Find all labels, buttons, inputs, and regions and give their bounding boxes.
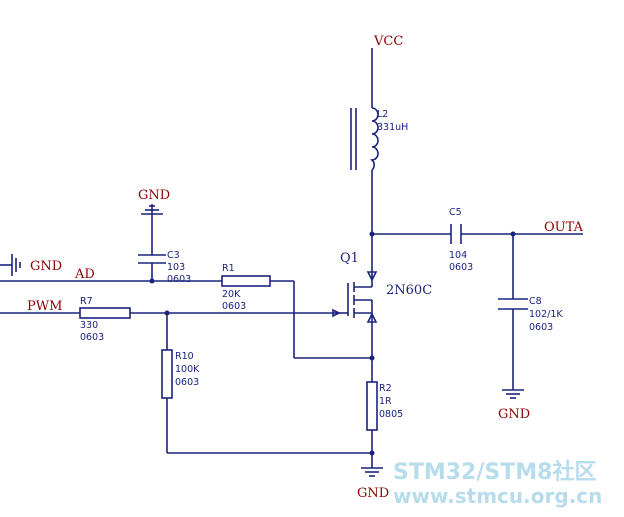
capacitor-c3 [138,254,166,264]
l2-value: 331uH [377,122,408,133]
resistor-r2-body [366,381,378,431]
c5-value: 104 [449,250,467,261]
c8-package: 0603 [529,322,553,333]
net-label-ad: AD [74,267,95,282]
l2-designator: L2 [377,109,388,120]
net-label-gnd-c3: GND [138,188,170,203]
ground-symbol-c3 [141,204,163,222]
c8-designator: C8 [529,296,542,307]
junction-dots [149,231,516,456]
r2-package: 0805 [379,409,403,420]
net-label-outa: OUTA [544,220,584,235]
r1-value: 20K [222,289,241,300]
q1-value: 2N60C [386,283,432,298]
r10-value: 100K [175,364,200,375]
wires [0,48,583,468]
net-label-gnd-c8: GND [498,407,530,422]
c3-designator: C3 [167,250,180,261]
c8-value: 102/1K [529,309,563,320]
watermark-line1: STM32/STM8社区 [393,459,596,485]
r7-designator: R7 [80,296,93,307]
ground-symbol-left [11,254,21,276]
r10-designator: R10 [175,351,194,362]
r7-value: 330 [80,320,98,331]
r10-package: 0603 [175,377,199,388]
net-label-gnd-source: GND [357,486,389,501]
resistor-r1-body [221,275,271,287]
capacitor-c8 [498,298,528,310]
c3-value: 103 [167,262,185,273]
inductor-l2 [350,107,379,171]
r1-designator: R1 [222,263,235,274]
net-label-vcc: VCC [373,34,403,49]
r2-value: 1R [379,396,392,407]
r2-designator: R2 [379,383,392,394]
c5-package: 0603 [449,262,473,273]
r7-package: 0603 [80,332,104,343]
r1-package: 0603 [222,301,246,312]
mosfet-q1 [332,268,378,323]
c3-package: 0603 [167,274,191,285]
q1-designator: Q1 [340,251,359,266]
resistor-r10-body [161,349,173,399]
net-label-gnd-left: GND [30,259,62,274]
capacitor-c5 [450,224,462,244]
ground-symbol-source [361,467,383,477]
resistor-r7-body [79,307,131,319]
ground-symbol-c8 [502,389,524,399]
watermark-line2: www.stmcu.org.cn [393,484,602,508]
net-label-pwm: PWM [27,299,62,314]
c5-designator: C5 [449,207,462,218]
